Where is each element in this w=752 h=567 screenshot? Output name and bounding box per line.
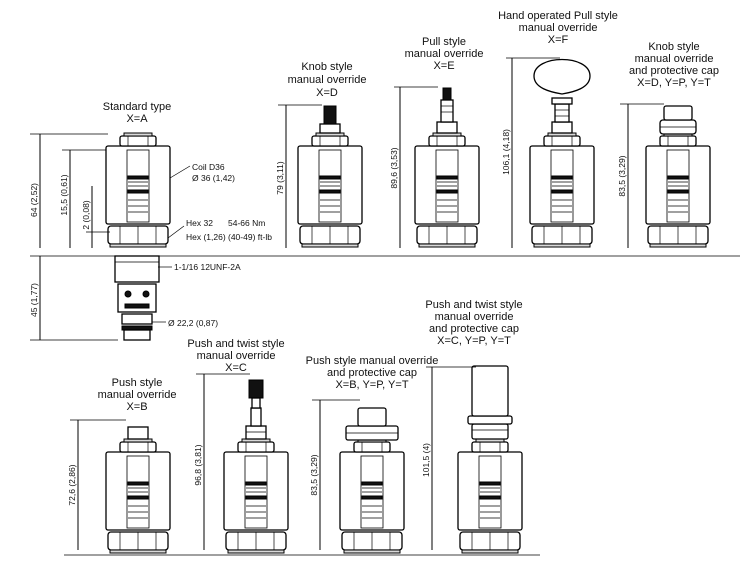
thread-label: 1-1/16 12UNF-2A (174, 262, 241, 272)
variant-push-b: Push style manual override X=B 72,6 (2,8… (67, 377, 177, 554)
cartridge (114, 255, 160, 341)
variant-push-twist-cap-cpt: Push and twist style manual override and… (421, 299, 523, 554)
variant-title: Push style manual override (306, 355, 439, 367)
variant-title: Push and twist style (425, 299, 522, 311)
coil-label: Coil D36 (192, 162, 225, 172)
hex-label: Hex 32 (186, 218, 213, 228)
variant-push-twist-c: Push and twist style manual override X=C… (187, 338, 289, 554)
dim-height: 79 (3,11) (275, 161, 285, 195)
variant-subtitle: manual override (288, 74, 367, 86)
dim-small: 2 (0,08) (81, 200, 91, 229)
variant-subtitle: manual override (635, 53, 714, 65)
variant-title: Knob style (648, 41, 699, 53)
variant-code: X=B (126, 401, 147, 413)
dim-height: 101,5 (4) (421, 443, 431, 477)
dim-total-height: 64 (2,52) (29, 183, 39, 217)
dim-height: 72,6 (2,86) (67, 464, 77, 505)
variant-code: X=A (126, 113, 148, 125)
variant-subtitle: manual override (98, 389, 177, 401)
dim-height: 83,5 (3,29) (617, 155, 627, 196)
variant-title: Push style (112, 377, 163, 389)
dim-cartridge-height: 45 (1,77) (29, 283, 39, 317)
variant-code: X=F (548, 34, 569, 46)
variant-push-cap-bpt: Push style manual override and protectiv… (306, 355, 439, 554)
torque-label: 54-66 Nm (228, 218, 265, 228)
torque-inch-label: (40-49) ft-lb (228, 232, 272, 242)
variant-subtitle: manual override (405, 48, 484, 60)
dim-height: 89,6 (3,53) (389, 147, 399, 188)
variant-hand-pull-f: Hand operated Pull style manual override… (498, 10, 618, 248)
coil-dia-label: Ø 36 (1,42) (192, 173, 235, 183)
variant-code: X=B, Y=P, Y=T (335, 379, 408, 391)
variant-subtitle-2: and protective cap (429, 323, 519, 335)
variant-code: X=E (433, 60, 454, 72)
variant-title: Knob style (301, 61, 352, 73)
variant-knob-d: Knob style manual override X=D 79 (3,11) (275, 61, 366, 248)
dim-height: 106,1 (4,18) (501, 129, 511, 175)
variant-code: X=D, Y=P, Y=T (637, 77, 711, 89)
dim-coil-offset: 15,5 (0,61) (59, 174, 69, 215)
variant-code: X=C, Y=P, Y=T (437, 335, 511, 347)
variant-code: X=C (225, 362, 247, 374)
variant-code: X=D (316, 87, 338, 99)
variant-standard-a: Standard type X=A 64 (2,52) 45 (1,77) 15… (29, 101, 740, 341)
variant-title: Push and twist style (187, 338, 284, 350)
variant-knob-cap-dpt: Knob style manual override and protectiv… (617, 41, 719, 248)
variant-title: Pull style (422, 36, 466, 48)
hex-inch-label: Hex (1,26) (186, 232, 226, 242)
variant-subtitle: manual override (519, 22, 598, 34)
variant-pull-e: Pull style manual override X=E 89,6 (3,5… (389, 36, 483, 248)
variant-title: Standard type (103, 101, 172, 113)
variant-title: Hand operated Pull style (498, 10, 618, 22)
variant-subtitle: manual override (435, 311, 514, 323)
variant-subtitle-2: and protective cap (629, 65, 719, 77)
diameter-label: Ø 22,2 (0,87) (168, 318, 218, 328)
variant-subtitle: manual override (197, 350, 276, 362)
dim-height: 83,5 (3,29) (309, 454, 319, 495)
variant-subtitle: and protective cap (327, 367, 417, 379)
dim-height: 96,8 (3,81) (193, 444, 203, 485)
